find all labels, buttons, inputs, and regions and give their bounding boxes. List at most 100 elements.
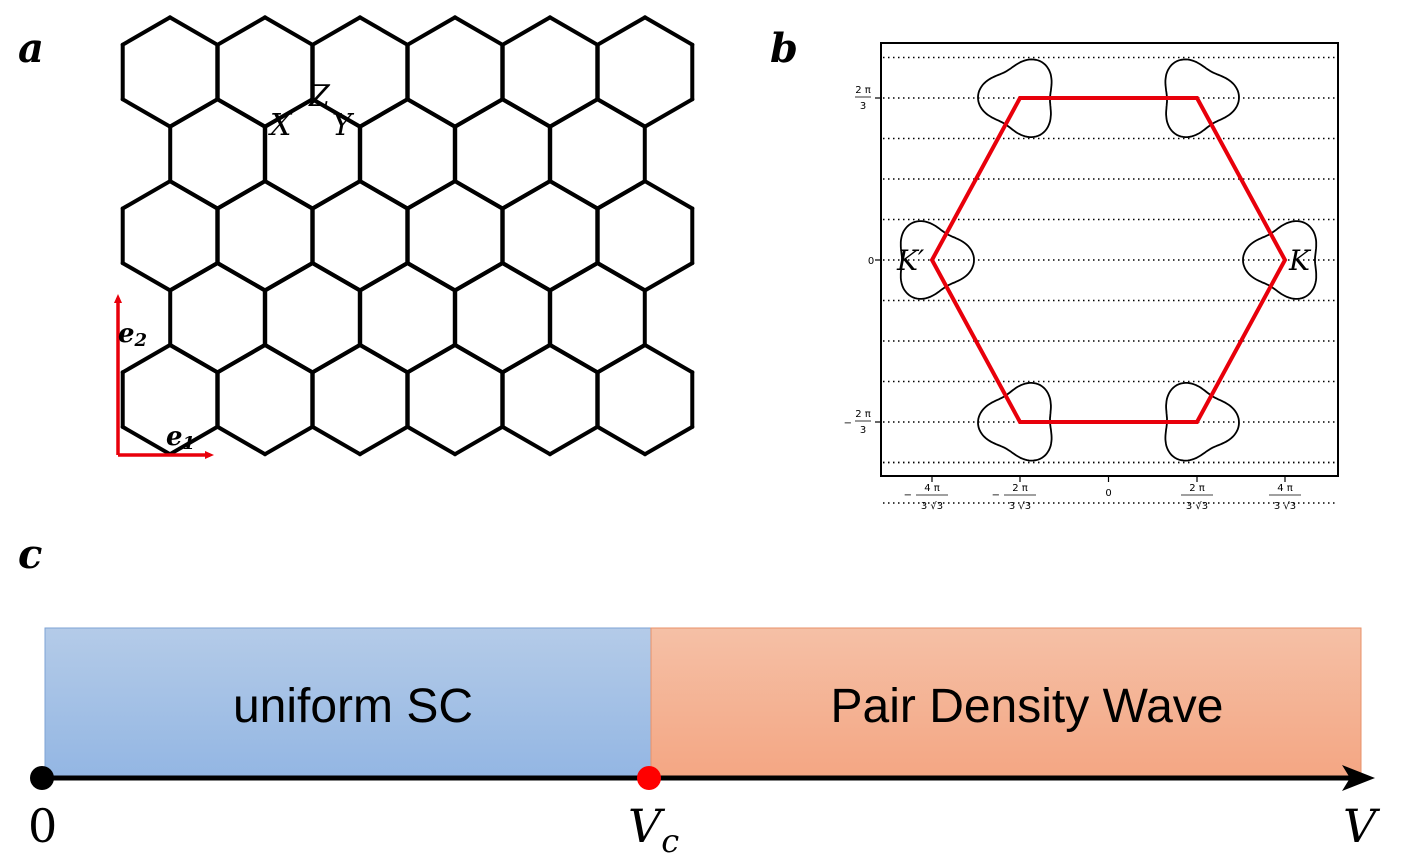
lattice-bond (595, 343, 647, 375)
fermi-pocket (1242, 220, 1318, 300)
lattice-bond (358, 343, 410, 375)
k-point-label: K (1288, 244, 1312, 277)
lattice-bond (500, 15, 552, 47)
x-tick-sign: − (904, 490, 912, 501)
v-axis-arrowhead (1342, 765, 1375, 791)
lattice-bond (405, 15, 457, 47)
lattice-bond (310, 15, 362, 47)
e2-vector-label: e2 (118, 319, 147, 351)
lattice-bond (643, 343, 695, 375)
pdw-region (650, 627, 1362, 779)
fermi-pocket (1164, 381, 1240, 462)
lattice-bond (453, 424, 505, 457)
lattice-bond (215, 424, 267, 457)
phase-diagram: uniform SC Pair Density Wave 0 Vc V (28, 627, 1381, 859)
lattice-bond (548, 15, 600, 47)
fermi-pocket (977, 58, 1053, 139)
lattice-bond (358, 97, 410, 129)
lattice-bond (595, 424, 647, 457)
lattice-bond (120, 15, 172, 47)
lattice-bond (215, 179, 267, 211)
lattice-bond (643, 424, 695, 457)
lattice-bond (500, 261, 552, 293)
k-prime-label: K′ (896, 244, 925, 277)
y-tick-denominator: 3 (860, 101, 866, 112)
critical-value-label: Vc (628, 799, 679, 859)
lattice-bond (453, 261, 505, 293)
lattice-bond (168, 15, 220, 47)
lattice-bond (548, 97, 600, 129)
honeycomb-lattice (120, 15, 695, 457)
x-tick-denominator: 3 √3 (1009, 501, 1031, 512)
lattice-bond (405, 97, 457, 129)
lattice-bond (168, 261, 220, 293)
lattice-bond (310, 97, 362, 129)
y-tick-numerator: 2 π (855, 409, 871, 420)
fermi-pocket (1164, 58, 1240, 139)
lattice-vectors: e2 e1 (114, 294, 214, 459)
lattice-bond (263, 97, 315, 129)
lattice-bond (405, 261, 457, 293)
lattice-bond (215, 261, 267, 293)
lattice-bond (500, 424, 552, 457)
lattice-bond (643, 15, 695, 47)
x-tick-denominator: 3 √3 (1186, 501, 1208, 512)
lattice-bond (548, 424, 600, 457)
lattice-bond (405, 179, 457, 211)
e1-vector-label: e1 (166, 422, 195, 454)
lattice-bond (453, 15, 505, 47)
fermi-pocket (899, 220, 975, 300)
lattice-bond (500, 343, 552, 375)
x-tick-sign: − (992, 490, 1000, 501)
lattice-bond (453, 97, 505, 129)
y-tick-numerator: 2 π (855, 85, 871, 96)
lattice-bond (358, 15, 410, 47)
lattice-bond (595, 261, 647, 293)
lattice-bond (453, 179, 505, 211)
panel-c-label: c (18, 531, 42, 578)
y-tick-sign: − (844, 418, 852, 429)
lattice-bond (168, 343, 220, 375)
y-axis-ticks: 2 π30−2 π3 (844, 85, 881, 436)
pdw-label: Pair Density Wave (831, 680, 1224, 733)
lattice-bond (310, 179, 362, 211)
fermi-pockets (899, 58, 1318, 462)
x-tick-label: 0 (1105, 488, 1111, 499)
lattice-bond (358, 424, 410, 457)
lattice-bond (643, 179, 695, 211)
origin-point (30, 766, 54, 790)
lattice-bond (120, 343, 172, 375)
lattice-bond (500, 97, 552, 129)
lattice-bond (310, 424, 362, 457)
v-axis-label: V (1343, 799, 1381, 853)
panel-a-label: a (18, 25, 44, 72)
lattice-bond (168, 424, 220, 457)
lattice-bond (215, 343, 267, 375)
bond-labels: X Z Y (268, 79, 355, 143)
x-tick-denominator: 3 √3 (1274, 501, 1296, 512)
x-tick-numerator: 4 π (924, 483, 940, 494)
lattice-bond (405, 424, 457, 457)
y-tick-label: 0 (868, 256, 874, 267)
lattice-bond (263, 424, 315, 457)
lattice-bond (548, 261, 600, 293)
uniform-sc-region (44, 627, 652, 779)
momentum-cut-lines (883, 56, 1336, 504)
lattice-bond (263, 179, 315, 211)
origin-label: 0 (28, 799, 57, 853)
lattice-bond (643, 261, 695, 293)
lattice-bond (548, 179, 600, 211)
lattice-bond (405, 343, 457, 375)
uniform-sc-label: uniform SC (233, 680, 473, 733)
y-tick-denominator: 3 (860, 425, 866, 436)
x-tick-numerator: 4 π (1277, 483, 1293, 494)
lattice-bond (500, 179, 552, 211)
lattice-bond (595, 97, 647, 129)
lattice-bond (310, 343, 362, 375)
x-tick-denominator: 3 √3 (921, 501, 943, 512)
x-tick-numerator: 2 π (1012, 483, 1028, 494)
lattice-bond (120, 97, 172, 129)
lattice-bond (168, 179, 220, 211)
